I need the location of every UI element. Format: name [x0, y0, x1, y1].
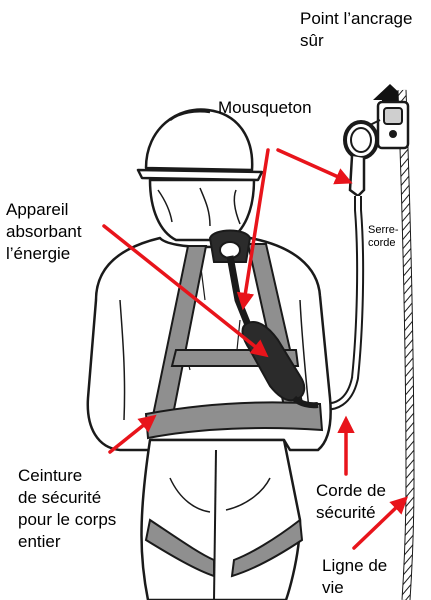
rope-grab-label: Serre- corde: [368, 224, 399, 250]
carabiner-label: Mousqueton: [218, 97, 312, 119]
lifeline-rope: [402, 90, 410, 600]
carabiner-ring: [345, 122, 377, 196]
lanyard-label: Corde de sécurité: [316, 480, 386, 524]
arrow-carabiner-anchor: [278, 150, 345, 180]
shock-absorber-label: Appareil absorbant l’énergie: [6, 199, 82, 265]
harness-label: Ceinture de sécurité pour le corps entie…: [18, 465, 116, 553]
lifeline-label: Ligne de vie: [322, 555, 387, 599]
anchor-point-label: Point l’ancrage sûr: [300, 8, 412, 52]
